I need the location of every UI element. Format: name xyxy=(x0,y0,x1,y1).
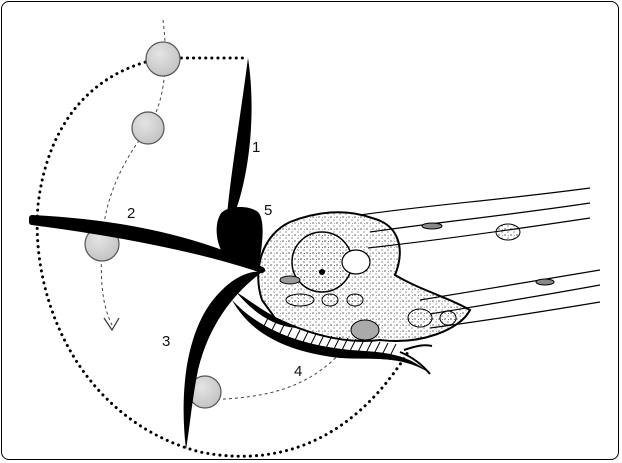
nucleus-small xyxy=(422,223,442,229)
support-cell xyxy=(322,294,338,306)
label-2: 2 xyxy=(127,205,135,222)
support-cell xyxy=(342,250,370,274)
support-cell xyxy=(280,276,300,284)
label-1: 1 xyxy=(252,139,260,156)
label-4: 4 xyxy=(294,363,302,380)
support-cell xyxy=(286,294,314,306)
label-5: 5 xyxy=(264,202,272,219)
arm-3 xyxy=(184,272,262,450)
support-cell xyxy=(347,294,363,306)
nucleus-small xyxy=(536,279,554,285)
sphere-1 xyxy=(146,42,180,76)
support-cell xyxy=(408,309,432,327)
nucleus-small xyxy=(496,224,520,240)
label-3: 3 xyxy=(162,333,170,350)
nucleolus xyxy=(319,269,325,275)
sphere-2 xyxy=(132,112,164,144)
support-cell xyxy=(440,311,456,325)
support-cell xyxy=(351,320,379,340)
lower-dashed-path xyxy=(205,348,345,400)
